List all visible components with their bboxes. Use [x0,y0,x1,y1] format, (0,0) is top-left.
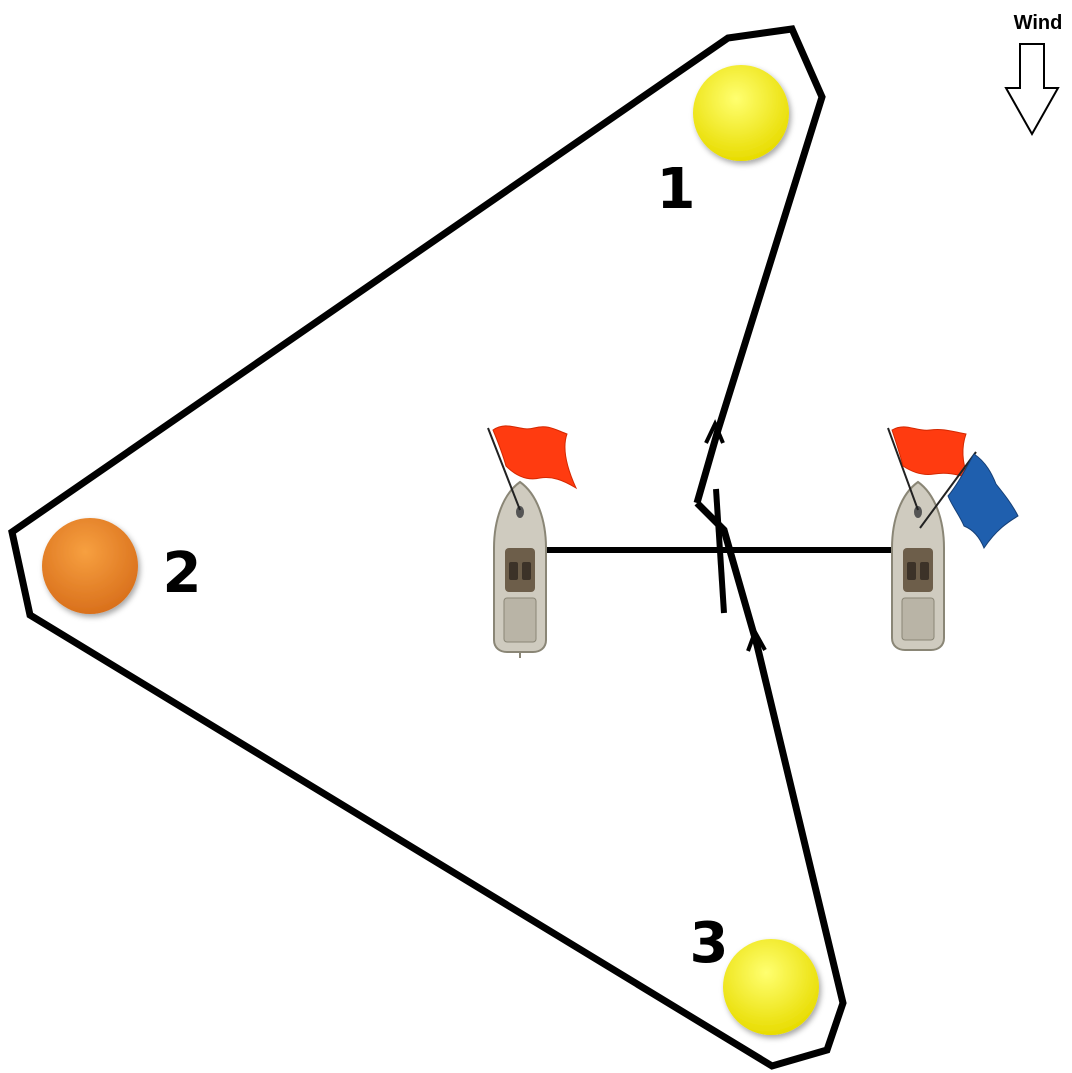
blue-flag [947,453,1019,550]
mark-3-label: 3 [690,911,729,976]
flag-pole-blue [919,451,977,529]
committee-boat-right [887,426,1019,651]
flag-pole [487,427,521,511]
flag-pole [887,427,919,511]
wind-indicator: Wind [1004,12,1063,137]
red-flag [492,425,578,490]
mark-1: 1 [657,65,789,222]
boat-hull [493,480,547,658]
course-outline [8,25,847,1070]
course-path [8,25,847,1070]
mark-2-label: 2 [163,541,202,606]
mark-1-buoy [693,65,789,161]
mark-3-buoy [723,939,819,1035]
arrow-upwind-top [704,419,725,444]
mark-3: 3 [690,911,819,1035]
boat-hull [891,480,945,651]
course-direction-arrows [704,419,767,652]
mark-2-buoy [42,518,138,614]
wind-label: Wind [1014,12,1063,34]
wind-arrow-icon [1004,43,1060,137]
mark-2: 2 [42,518,201,614]
mark-1-label: 1 [657,157,696,222]
committee-boat-left [487,425,578,658]
arrow-upwind-bottom [746,627,767,652]
